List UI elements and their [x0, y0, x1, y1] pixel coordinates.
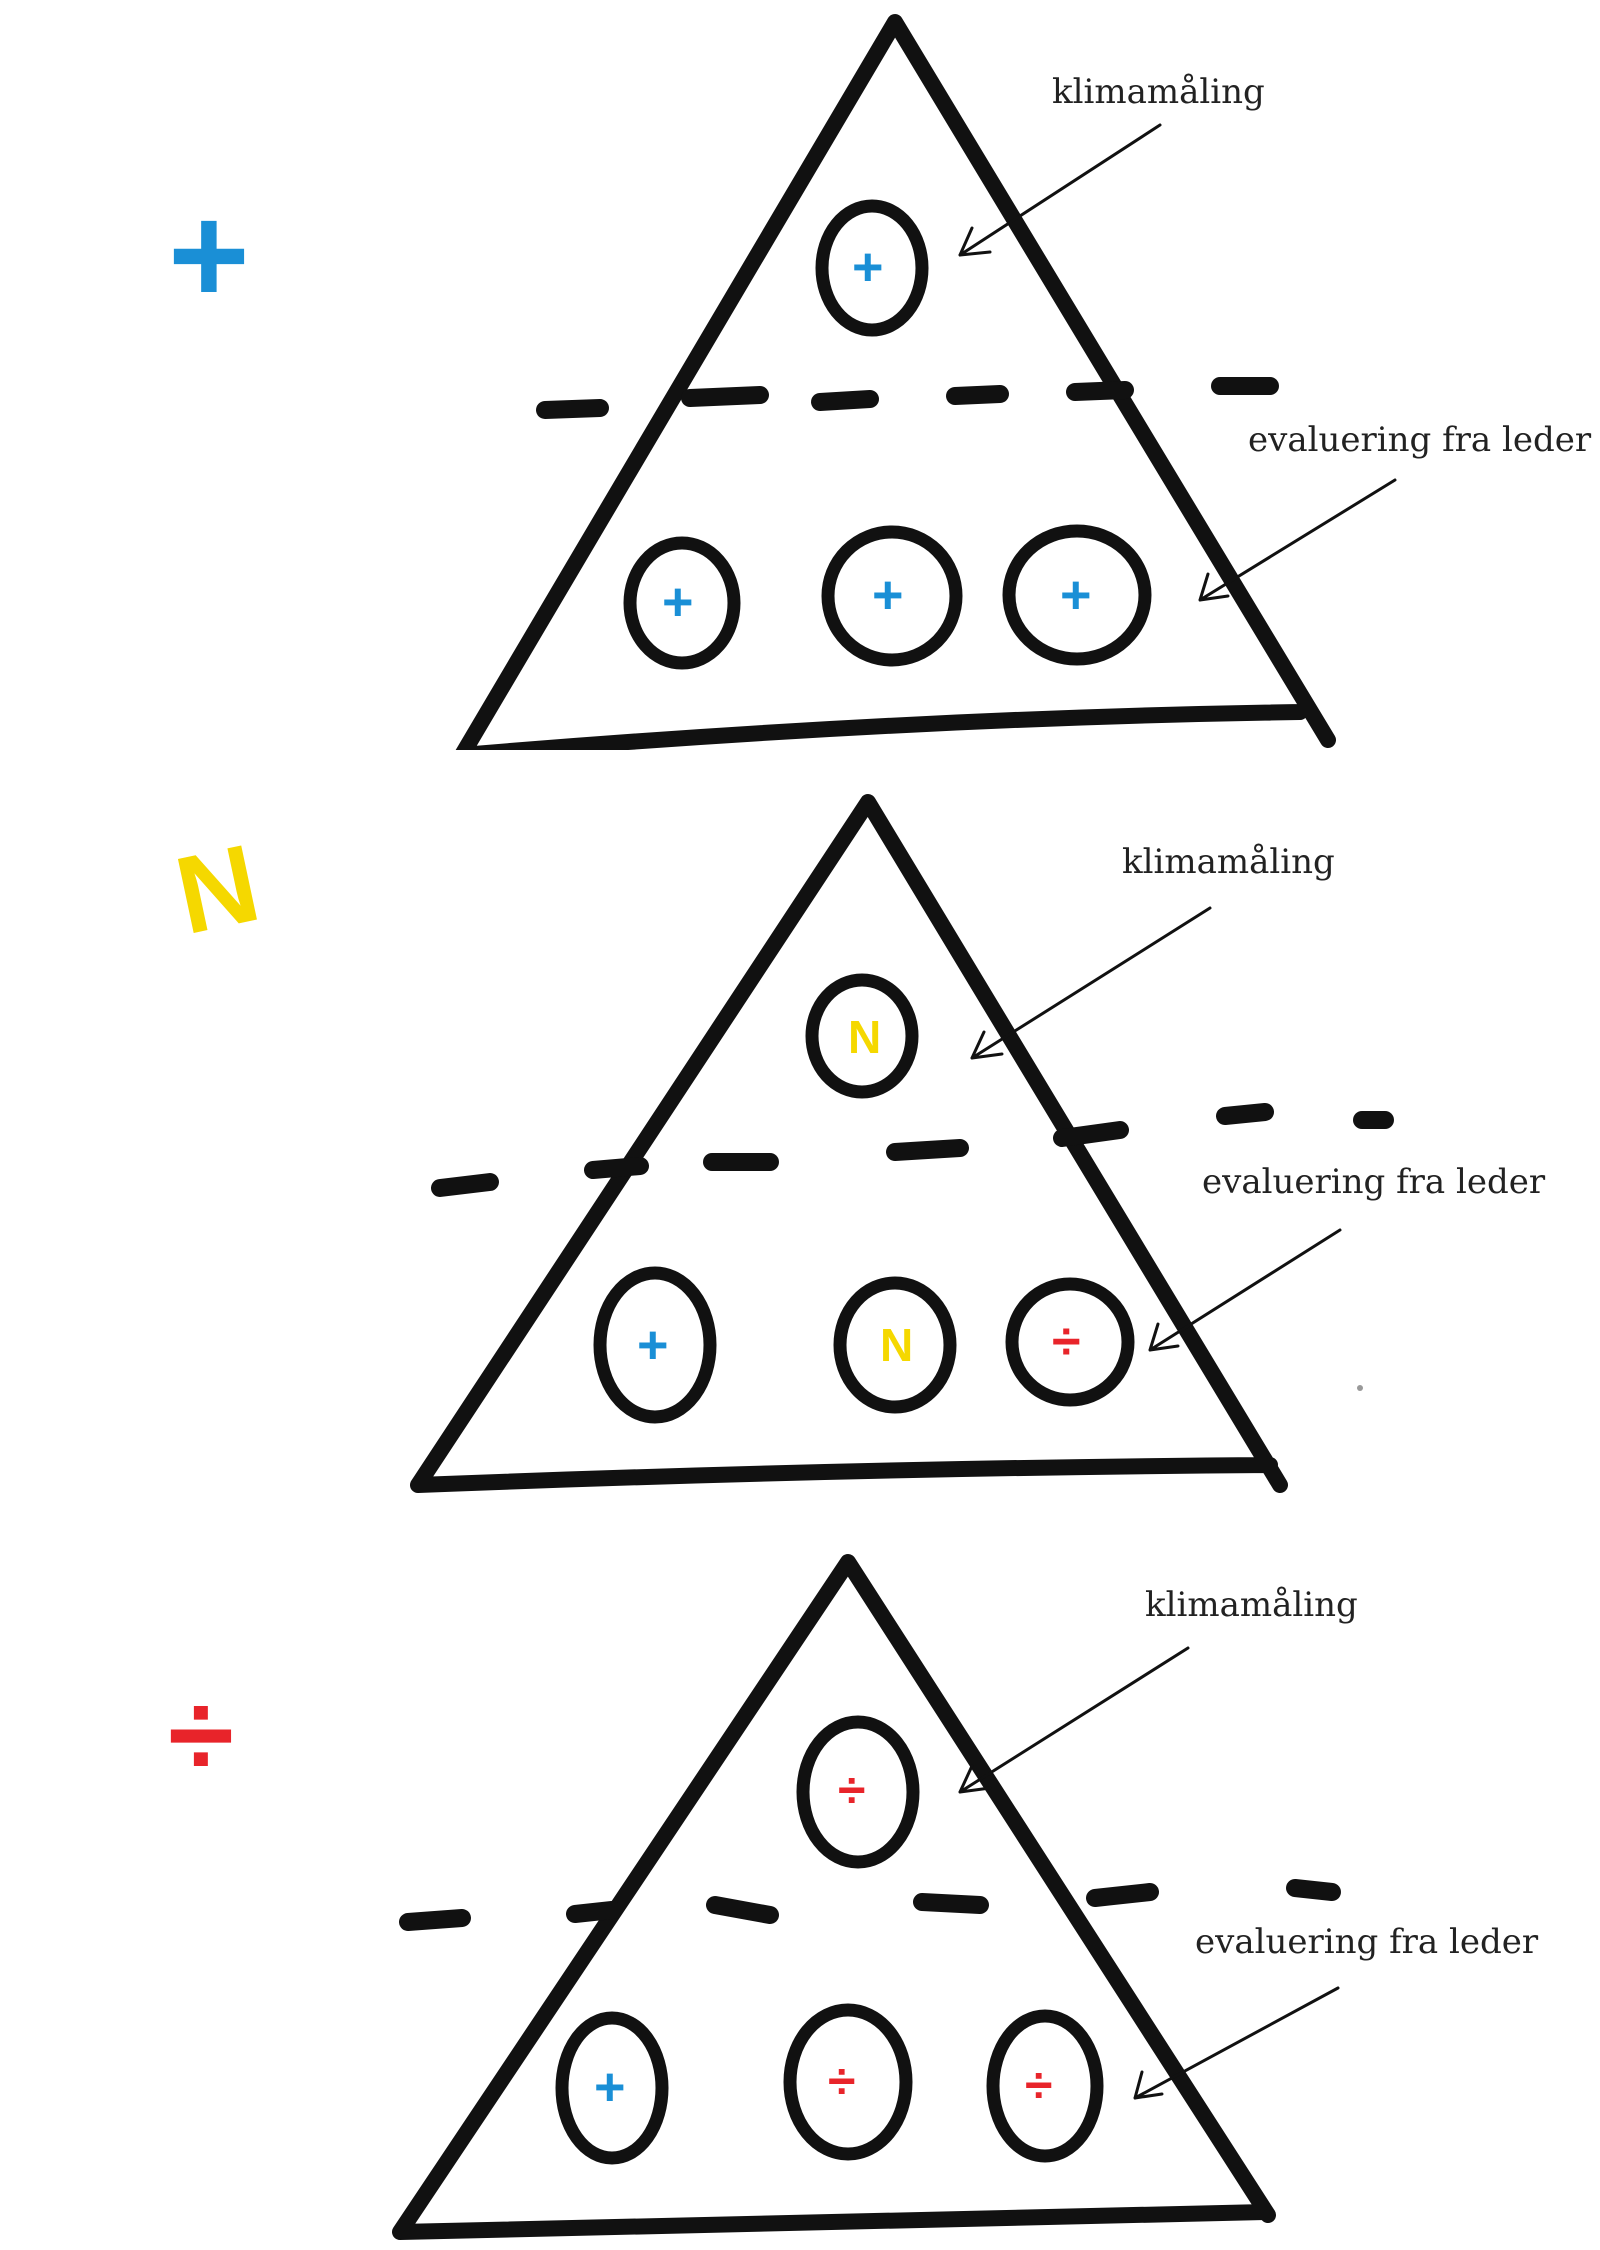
divider-dash	[913, 1893, 989, 1914]
pyramid-diagram-negative: ÷ ÷ + ÷ ÷ klimamåling evaluering fra led…	[0, 1500, 1600, 2250]
top-symbol: N	[848, 1011, 882, 1063]
legend-plus-icon: +	[168, 176, 250, 333]
divider-dash	[706, 1896, 779, 1924]
top-label: klimamåling	[1145, 1585, 1358, 1625]
top-symbol: ÷	[838, 1762, 866, 1818]
bottom-symbol-2: +	[872, 565, 904, 625]
bottom-symbol-1: +	[662, 572, 694, 632]
bottom-circle-2	[833, 1276, 957, 1414]
bottom-label: evaluering fra leder	[1202, 1162, 1546, 1202]
divider-dash	[1086, 1883, 1159, 1907]
divider-dash	[681, 386, 769, 407]
bottom-circle-2	[821, 525, 963, 667]
divider-dash	[584, 1157, 649, 1179]
legend-minus-divide-icon: ÷	[168, 1668, 234, 1802]
divider-dash	[431, 1173, 499, 1197]
arrow-bottom	[1133, 1986, 1340, 2100]
pyramid-drawing	[410, 794, 1394, 1493]
bottom-symbol-3: ÷	[1025, 2057, 1053, 2113]
divider-dash	[536, 399, 609, 419]
bottom-symbol-1: +	[637, 1315, 669, 1375]
divider-dash	[1066, 381, 1134, 401]
arrow-top	[958, 123, 1162, 257]
arrow-top	[970, 906, 1212, 1060]
bottom-circle-3	[986, 2009, 1104, 2163]
pyramid-outline	[392, 1554, 1276, 2240]
bottom-circle-3	[1002, 524, 1152, 666]
bottom-symbol-3: ÷	[1052, 1313, 1081, 1371]
bottom-symbol-3: +	[1060, 565, 1092, 625]
divider-dash	[886, 1139, 969, 1161]
bottom-circle-3	[1005, 1277, 1135, 1407]
top-circle	[815, 199, 929, 337]
bottom-circle-1	[623, 536, 741, 670]
top-circle	[796, 1715, 920, 1869]
pyramid-drawing	[392, 1554, 1341, 2240]
arrow-bottom	[1198, 478, 1397, 602]
pyramid-outline	[410, 794, 1288, 1493]
pyramid-diagram-neutral: N N + N ÷ klimamåling evaluering fra led…	[0, 750, 1600, 1500]
top-label: klimamåling	[1052, 72, 1265, 112]
top-label: klimamåling	[1122, 842, 1335, 882]
pyramid-diagram-positive: + + + + + klimamåling evaluering fra led…	[0, 0, 1600, 750]
divider-dash	[946, 385, 1009, 405]
bottom-circle-1	[555, 2011, 669, 2165]
stray-dot	[1357, 1385, 1363, 1391]
divider-dash	[1053, 1121, 1129, 1147]
arrow-top	[958, 1646, 1190, 1794]
pyramid-drawing	[455, 14, 1397, 750]
bottom-label: evaluering fra leder	[1248, 420, 1592, 460]
pyramid-outline	[455, 14, 1336, 750]
divider-dash	[566, 1901, 621, 1923]
top-symbol: +	[852, 237, 884, 297]
bottom-circle-2	[783, 2003, 913, 2161]
divider-dash	[1216, 1103, 1274, 1125]
bottom-label: evaluering fra leder	[1195, 1922, 1539, 1962]
divider-dash	[1286, 1879, 1341, 1901]
bottom-symbol-2: N	[880, 1319, 914, 1371]
bottom-symbol-2: ÷	[828, 2053, 856, 2109]
bottom-symbol-1: +	[594, 2057, 626, 2117]
divider-dash	[399, 1909, 471, 1931]
bottom-circle-1	[593, 1266, 717, 1424]
top-circle	[805, 973, 919, 1099]
divider-dash	[811, 390, 879, 411]
arrow-bottom	[1148, 1228, 1342, 1352]
